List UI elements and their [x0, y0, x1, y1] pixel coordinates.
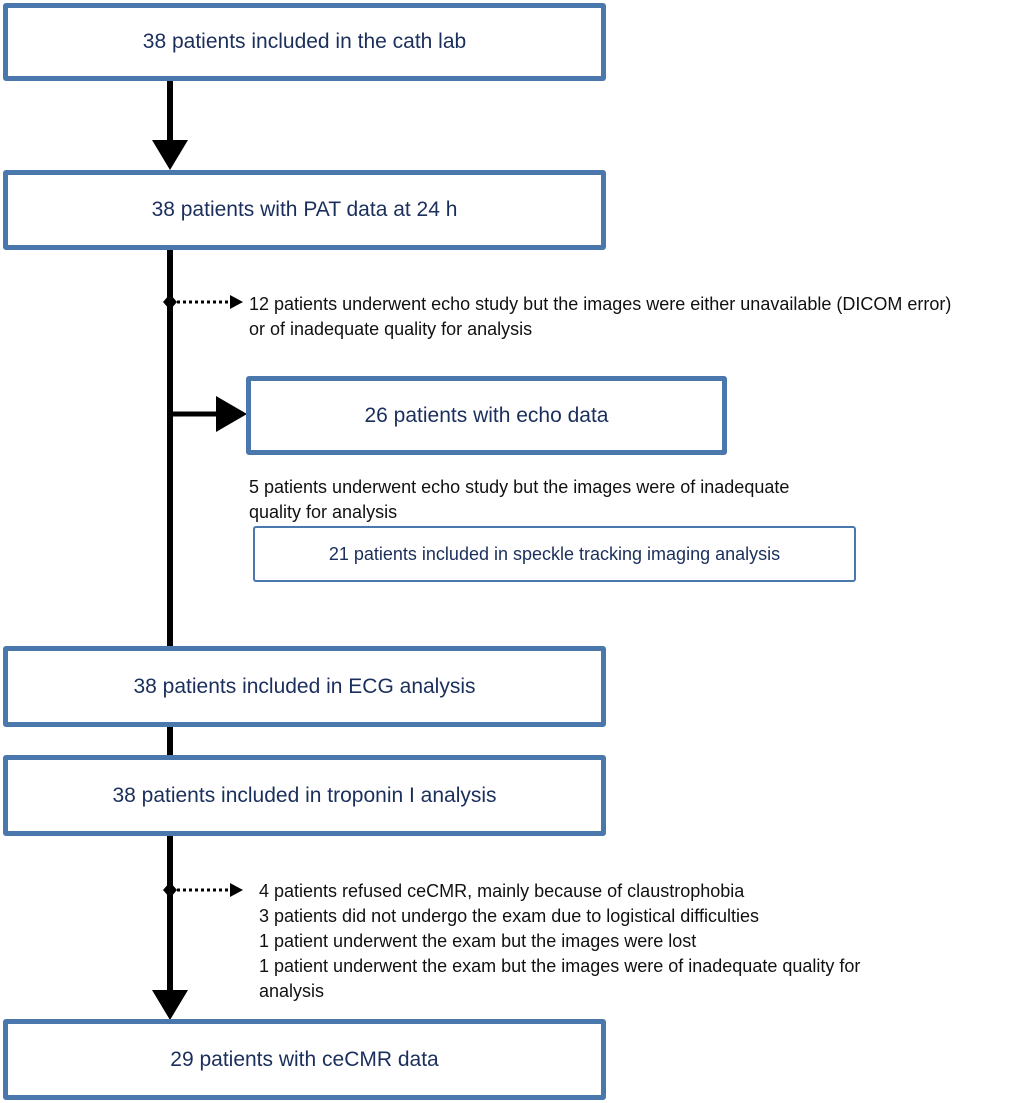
note-echo-excluded-line-2: or of inadequate quality for analysis — [249, 319, 533, 339]
note-echo-excluded: 12 patients underwent echo study but the… — [249, 292, 951, 342]
box-pat-data: 38 patients with PAT data at 24 h — [3, 170, 606, 250]
note-speckle-excluded: 5 patients underwent echo study but the … — [249, 475, 789, 525]
box-ecg-analysis: 38 patients included in ECG analysis — [3, 646, 606, 727]
box-pat-data-label: 38 patients with PAT data at 24 h — [151, 198, 458, 221]
note-cecmr-excluded-line-1: 4 patients refused ceCMR, mainly because… — [259, 881, 745, 901]
box-speckle-tracking-label: 21 patients included in speckle tracking… — [328, 543, 781, 564]
diamond-echo-exclusion — [163, 294, 177, 310]
box-speckle-tracking: 21 patients included in speckle tracking… — [253, 526, 856, 582]
note-speckle-excluded-line-2: quality for analysis — [249, 502, 398, 522]
arrowhead-to-cecmr — [152, 990, 188, 1020]
note-cecmr-excluded-line-3: 1 patient underwent the exam but the ima… — [259, 931, 697, 951]
note-cecmr-excluded: 4 patients refused ceCMR, mainly because… — [259, 879, 860, 1004]
box-cath-lab: 38 patients included in the cath lab — [3, 3, 606, 81]
box-ecg-analysis-label: 38 patients included in ECG analysis — [133, 674, 476, 698]
note-echo-excluded-line-1: 12 patients underwent echo study but the… — [249, 294, 952, 314]
box-cath-lab-label: 38 patients included in the cath lab — [142, 30, 467, 53]
note-cecmr-excluded-line-4: 1 patient underwent the exam but the ima… — [259, 956, 861, 976]
box-echo-data-label: 26 patients with echo data — [364, 403, 609, 427]
box-troponin-analysis: 38 patients included in troponin I analy… — [3, 755, 606, 836]
box-cecmr-data: 29 patients with ceCMR data — [3, 1019, 606, 1100]
box-cecmr-data-label: 29 patients with ceCMR data — [170, 1047, 439, 1071]
arrowhead-echo-exclusion — [230, 295, 243, 309]
note-cecmr-excluded-line-2: 3 patients did not undergo the exam due … — [259, 906, 759, 926]
box-troponin-analysis-label: 38 patients included in troponin I analy… — [112, 783, 497, 807]
note-speckle-excluded-line-1: 5 patients underwent echo study but the … — [249, 477, 790, 497]
arrowhead-cecmr-exclusion — [230, 883, 243, 897]
diamond-cecmr-exclusion — [163, 882, 177, 898]
note-cecmr-excluded-line-5: analysis — [259, 981, 325, 1001]
arrowhead-to-pat — [152, 140, 188, 170]
arrowhead-to-echo — [216, 396, 247, 432]
box-echo-data: 26 patients with echo data — [246, 376, 727, 455]
